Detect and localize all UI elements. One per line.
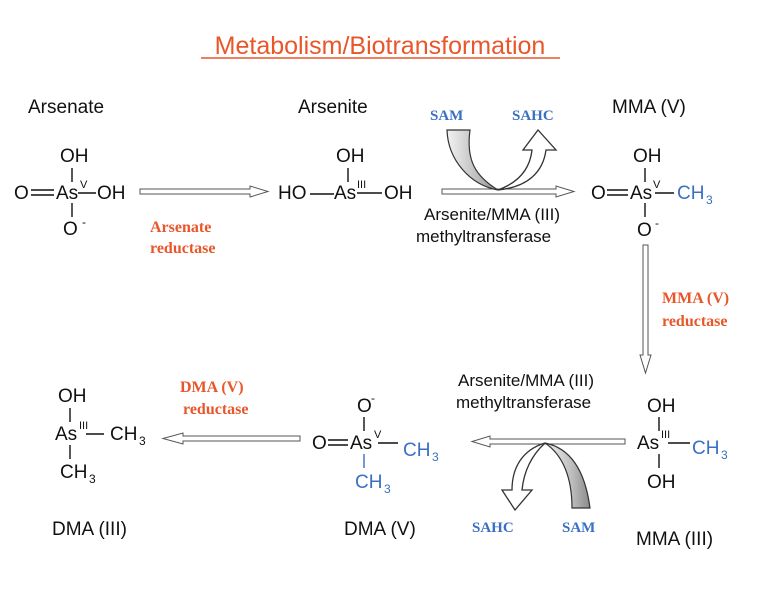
arsenite-ox: III: [357, 179, 366, 191]
arsenate-bottom-charge: -: [82, 215, 86, 229]
dma-iii-structure: OH As III CH 3 CH 3: [55, 386, 146, 486]
reaction-arrow-arsenite-to-mma-v: [441, 185, 576, 198]
dma-v-as: As: [350, 433, 372, 454]
arsenite-label: Arsenite: [298, 97, 368, 118]
arsenate-as: As: [56, 183, 78, 204]
arsenate-structure: OH O As V OH O -: [14, 146, 126, 240]
dma-iii-as: As: [55, 424, 77, 445]
mma-iii-top-oh: OH: [647, 396, 676, 417]
arsenate-reductase-line1: Arsenate: [150, 219, 211, 236]
dma-v-methyl-bottom: CH: [355, 472, 382, 493]
mma-v-bottom-o: O: [637, 220, 652, 241]
dma-v-structure: O - O As V CH 3 CH 3: [312, 391, 439, 496]
mma-v-bottom-charge: -: [655, 216, 659, 230]
arsenite-right-oh: OH: [384, 183, 413, 204]
arsenite-structure: OH HO As III OH: [278, 146, 413, 204]
arsenate-bottom-o: O: [63, 219, 78, 240]
sahc-label-bottom: SAHC: [472, 520, 514, 536]
reaction-arrow-dma-v-to-dma-iii: [161, 432, 301, 445]
sahc-label-top: SAHC: [512, 108, 554, 124]
dma-v-top-o: O: [357, 396, 372, 417]
dma-v-methyl-right: CH: [403, 440, 430, 461]
mma-v-structure: OH O As V CH 3 O -: [591, 146, 713, 241]
arsenate-label: Arsenate: [28, 97, 104, 118]
arsenate-reductase-line2: reductase: [150, 240, 215, 257]
dma-iii-ox: III: [79, 420, 88, 432]
mma-iii-structure: OH As III CH 3 OH: [637, 396, 728, 493]
page-title: Metabolism/Biotransformation: [215, 32, 546, 60]
dma-iii-top-oh: OH: [58, 386, 87, 407]
cofactor-curve-bottom: [500, 442, 591, 512]
mma-iii-as: As: [637, 433, 659, 454]
arsenate-left-o: O: [14, 183, 29, 204]
mma-iii-label: MMA (III): [636, 529, 713, 550]
reaction-arrow-mma-iii-to-dma-v: [470, 435, 626, 448]
dma-v-top-charge: -: [371, 391, 375, 405]
mma-v-label: MMA (V): [612, 97, 686, 118]
sam-label-bottom: SAM: [562, 520, 595, 536]
arsenite-left-ho: HO: [278, 183, 307, 204]
methyltransferase-bottom-line1: Arsenite/MMA (III): [458, 371, 594, 390]
mma-v-left-o: O: [591, 183, 606, 204]
arsenite-as: As: [334, 183, 356, 204]
dma-v-methyl-right-sub: 3: [432, 450, 439, 464]
dma-iii-methyl-bottom: CH: [60, 462, 87, 483]
mma-iii-bottom-oh: OH: [647, 472, 676, 493]
dma-iii-methyl-bottom-sub: 3: [89, 472, 96, 486]
mma-iii-methyl: CH: [692, 438, 719, 459]
mma-reductase-line1: MMA (V): [662, 290, 729, 307]
reaction-arrow-arsenate-to-arsenite: [139, 185, 270, 198]
arsenite-top-oh: OH: [336, 146, 365, 167]
methyltransferase-top-line1: Arsenite/MMA (III): [424, 205, 560, 224]
reaction-arrow-mma-v-to-mma-iii: [639, 244, 652, 375]
dma-reductase-line1: DMA (V): [180, 379, 244, 396]
mma-v-methyl: CH: [677, 183, 704, 204]
dma-reductase-line2: reductase: [183, 401, 248, 418]
dma-iii-methyl-right: CH: [110, 424, 137, 445]
mma-v-ox: V: [653, 179, 661, 191]
arsenate-top-oh: OH: [60, 146, 89, 167]
dma-v-label: DMA (V): [344, 519, 416, 540]
dma-iii-methyl-right-sub: 3: [139, 434, 146, 448]
dma-v-ox: V: [374, 429, 382, 441]
mma-v-as: As: [630, 183, 652, 204]
dma-v-left-o: O: [312, 433, 327, 454]
mma-iii-ox: III: [661, 429, 670, 441]
arsenate-ox: V: [80, 179, 88, 191]
cofactor-curve-top: [446, 128, 558, 191]
methyltransferase-bottom-line2: methyltransferase: [456, 393, 591, 412]
arsenate-right-oh: OH: [97, 183, 126, 204]
methyltransferase-top-line2: methyltransferase: [416, 227, 551, 246]
dma-iii-label: DMA (III): [52, 519, 127, 540]
mma-reductase-line2: reductase: [662, 313, 727, 330]
dma-v-methyl-bottom-sub: 3: [384, 482, 391, 496]
mma-v-top-oh: OH: [633, 146, 662, 167]
mma-iii-methyl-sub: 3: [721, 448, 728, 462]
mma-v-methyl-sub: 3: [706, 193, 713, 207]
sam-label-top: SAM: [430, 108, 463, 124]
